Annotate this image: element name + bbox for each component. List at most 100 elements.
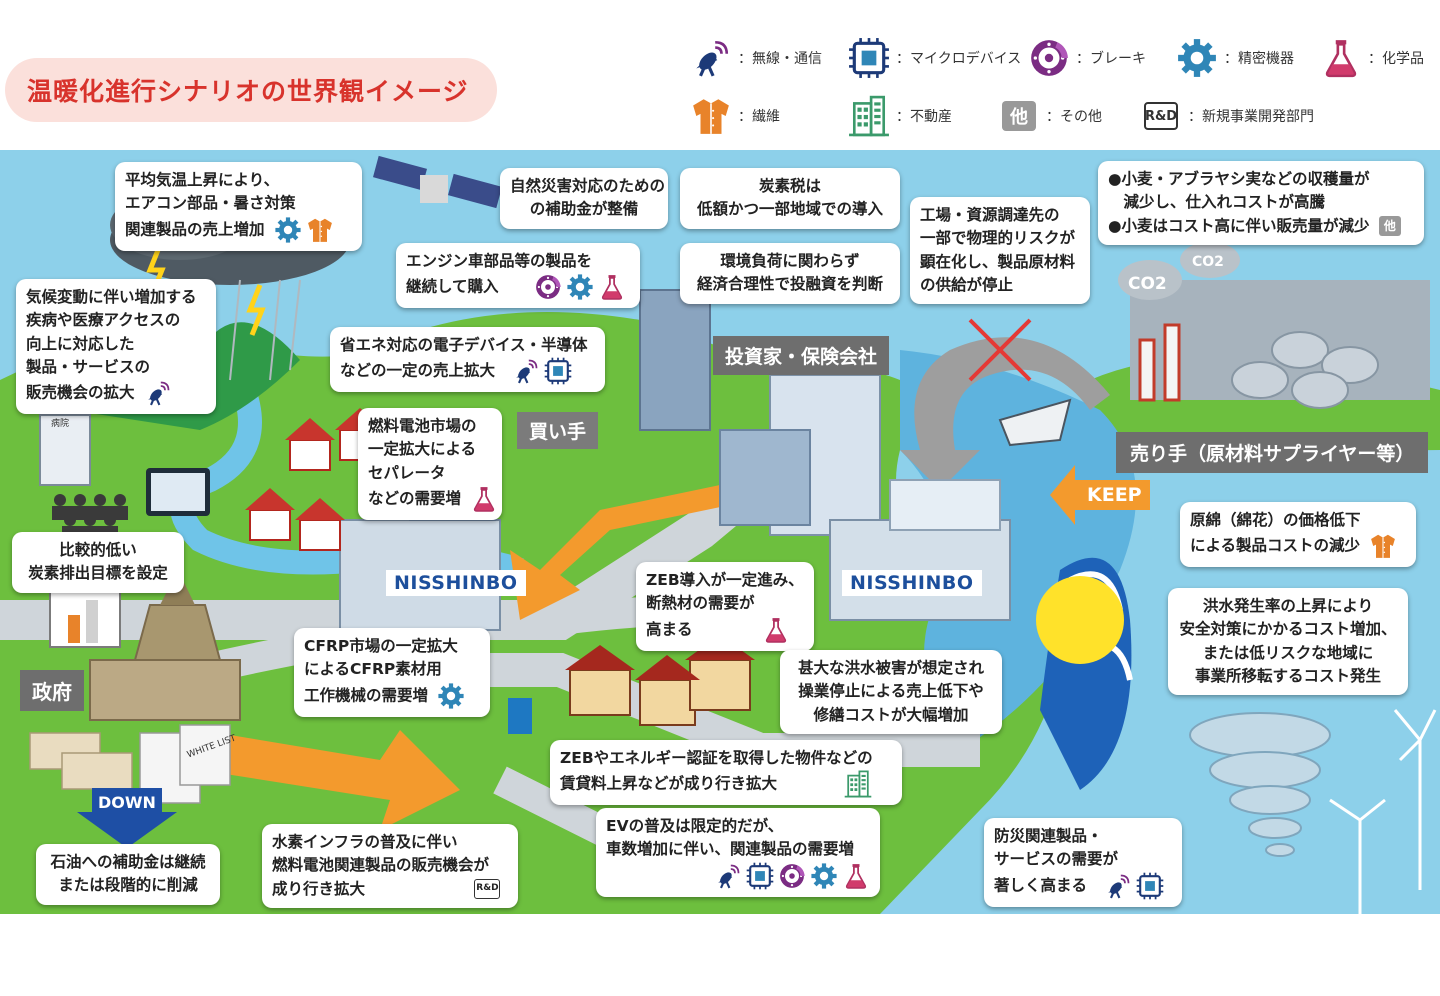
callout-line: 原綿（綿花）の価格低下 (1190, 511, 1361, 529)
callout-hydrogen: 水素インフラの普及に伴い 燃料電池関連製品の販売機会が 成り行き拡大 R&D (262, 824, 518, 908)
callout-line: 環境負荷に関わらず (720, 252, 860, 270)
page-title-text: 温暖化進行シナリオの世界観イメージ (27, 77, 469, 106)
callout-line: 販売機会の拡大 (26, 383, 135, 402)
callout-line: 関連製品の売上増加 (125, 220, 265, 238)
rnd-icon: R&D (1138, 94, 1184, 138)
flask-icon (1318, 36, 1364, 80)
gear-icon (566, 273, 594, 301)
legend-label: ：マイクロデバイス (896, 51, 1022, 67)
callout-cfrp: CFRP市場の一定拡大 によるCFRP素材用 工作機械の需要増 (294, 628, 490, 717)
chip-icon (1136, 872, 1164, 900)
antenna-icon (714, 862, 742, 890)
callout-cotton: 原綿（綿花）の価格低下 による製品コストの減少 (1180, 502, 1416, 568)
callout-energy-saving: 省エネ対応の電子デバイス・半導体 などの一定の売上拡大 (330, 327, 605, 393)
chip-icon (846, 36, 892, 80)
callout-line: エンジン車部品等の製品を (406, 252, 593, 270)
callout-flood-rate: 洪水発生率の上昇により 安全対策にかかるコスト増加、 または低リスクな地域に 事… (1168, 588, 1408, 695)
hospital-sign: 病院 (51, 419, 70, 429)
legend-item-rnd: R&D ：新規事業開発部門 (1138, 94, 1314, 138)
callout-line: による製品コストの減少 (1190, 536, 1361, 555)
callout-line: ●小麦・アブラヤシ実などの収穫量が (1108, 170, 1370, 188)
legend-item-other: 他 ：その他 (996, 94, 1102, 138)
shirt-icon (306, 216, 334, 244)
flask-icon (762, 616, 790, 644)
callout-disease: 気候変動に伴い増加する 疾病や医療アクセスの 向上に対応した 製品・サービスの … (16, 279, 216, 414)
antenna-icon (1104, 872, 1132, 900)
callout-line: 減少し、仕入れコストが高騰 (1108, 193, 1326, 212)
gear-icon (810, 862, 838, 890)
callout-economic: 環境負荷に関わらず 経済合理性で投融資を判断 (680, 243, 900, 304)
building-icon (844, 770, 872, 798)
callout-line: 操業停止による売上低下や (798, 682, 984, 701)
callout-line: 自然災害対応のための (510, 177, 666, 195)
legend-item-chip: ：マイクロデバイス (846, 36, 1021, 80)
callout-wheat: ●小麦・アブラヤシ実などの収穫量が 減少し、仕入れコストが高騰 ●小麦はコスト高… (1098, 161, 1424, 245)
callout-line: 継続して購入 (406, 277, 499, 296)
gear-icon (1174, 36, 1220, 80)
callout-line: 断熱材の需要が (646, 594, 755, 613)
callout-line: 一部で物理的リスクが (920, 229, 1076, 248)
co2-label-left: CO2 (1128, 274, 1167, 294)
callout-line: によるCFRP素材用 (304, 660, 442, 679)
callout-line: 成り行き拡大 (272, 879, 366, 898)
legend-item-brake: ：ブレーキ (1026, 36, 1146, 80)
other-icon: 他 (996, 94, 1042, 138)
legend-item-shirt: ：繊維 (688, 94, 780, 138)
callout-fuel-cell: 燃料電池市場の 一定拡大による セパレータ などの需要増 (358, 408, 502, 520)
callout-line: 著しく高まる (994, 876, 1088, 894)
investor-tag: 投資家・保険会社 (713, 336, 890, 375)
callout-disaster-products: 防災関連製品・ サービスの需要が 著しく高まる (984, 818, 1182, 907)
callout-rent: ZEBやエネルギー認証を取得した物件などの 賃貸料上昇などが成り行き拡大 (550, 740, 902, 806)
callout-line: 気候変動に伴い増加する (26, 288, 197, 306)
legend-label: ：ブレーキ (1076, 51, 1146, 67)
callout-line: CFRP市場の一定拡大 (304, 637, 458, 655)
callout-engine: エンジン車部品等の製品を 継続して購入 (396, 243, 640, 309)
flask-icon (842, 862, 870, 890)
callout-line: 経済合理性で投融資を判断 (696, 275, 883, 294)
legend-label: ：無線・通信 (738, 51, 822, 67)
callout-line: ZEBやエネルギー認証を取得した物件などの (560, 749, 873, 767)
antenna-icon (688, 36, 734, 80)
other-icon: 他 (1378, 216, 1401, 236)
government-tag: 政府 (20, 670, 84, 711)
callout-line: 洪水発生率の上昇により (1202, 597, 1374, 615)
callout-line: ZEB導入が一定進み、 (646, 571, 804, 589)
callout-line: 防災関連製品・ (994, 827, 1103, 845)
callout-line: EVの普及は限定的だが、 (606, 817, 784, 835)
brake-icon (778, 862, 806, 890)
gear-icon (437, 682, 465, 710)
callout-line: 燃料電池関連製品の販売機会が (272, 856, 490, 875)
callout-line: 工場・資源調達先の (920, 206, 1060, 224)
callout-line: 高まる (646, 620, 693, 638)
brake-icon (534, 273, 562, 301)
callout-line: 甚大な洪水被害が想定され (797, 659, 984, 677)
callout-disaster-subsidy: 自然災害対応のための の補助金が整備 (500, 168, 668, 229)
legend-label: ：精密機器 (1224, 51, 1294, 67)
callout-line: 一定拡大による (368, 440, 477, 459)
callout-line: 事業所移転するコスト発生 (1194, 666, 1381, 685)
callout-line: サービスの需要が (994, 850, 1119, 869)
callout-line: セパレータ (368, 463, 446, 482)
callout-low-target: 比較的低い 炭素排出目標を設定 (12, 532, 184, 593)
callout-line: 顕在化し、製品原材料 (920, 252, 1076, 271)
callout-line: 燃料電池市場の (368, 417, 477, 435)
legend-item-building: ：不動産 (846, 94, 952, 138)
callout-line: 向上に対応した (26, 334, 135, 353)
seller-tag: 売り手（原材料サプライヤー等） (1116, 432, 1429, 473)
callout-line: 低額かつ一部地域での導入 (696, 200, 883, 219)
shirt-icon (688, 94, 734, 138)
page-title: 温暖化進行シナリオの世界観イメージ (5, 58, 497, 122)
nisshinbo-logo-right: NISSHINBO (842, 570, 982, 596)
callout-line: の供給が停止 (920, 275, 1014, 294)
legend-label: ：不動産 (896, 109, 952, 125)
legend-item-gear: ：精密機器 (1174, 36, 1294, 80)
callout-line: 水素インフラの普及に伴い (272, 833, 458, 851)
legend-label: ：繊維 (738, 109, 780, 125)
building-icon (846, 94, 892, 138)
brake-icon (1026, 36, 1072, 80)
down-label: DOWN (98, 793, 156, 812)
callout-flood-damage: 甚大な洪水被害が想定され 操業停止による売上低下や 修繕コストが大幅増加 (780, 650, 1002, 734)
rnd-glyph: R&D (1144, 102, 1178, 130)
antenna-icon (512, 357, 540, 385)
callout-line: ●小麦はコスト高に伴い販売量が減少 (1108, 216, 1370, 235)
